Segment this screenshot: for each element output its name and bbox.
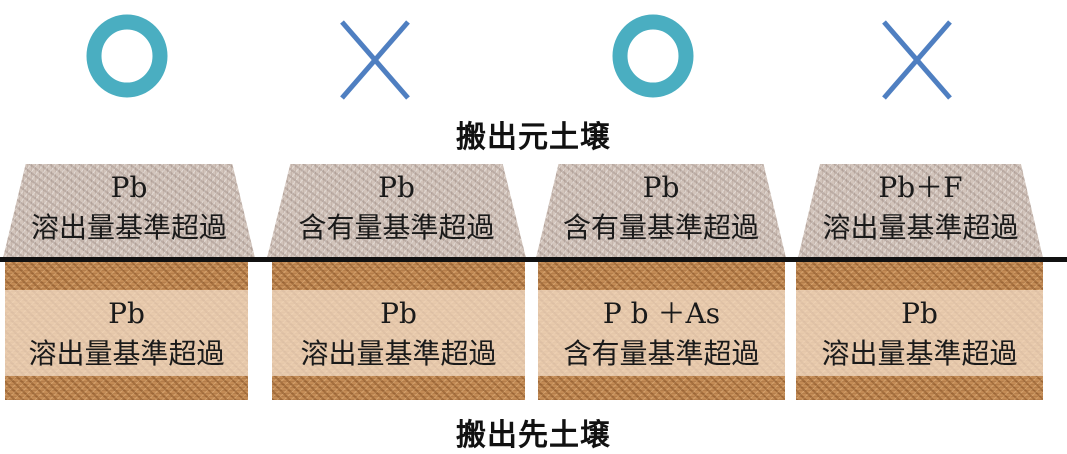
destination-soil-block: P b ＋As 含有量基準超過 xyxy=(538,262,785,400)
source-soil-heading: 搬出元土壌 xyxy=(456,120,611,155)
source-soil-block: Pb 含有量基準超過 xyxy=(267,164,526,258)
source-soil-block: Pb＋F 溶出量基準超過 xyxy=(798,164,1043,258)
column-1: Pb 溶出量基準超過 Pb 溶出量基準超過 xyxy=(0,0,255,454)
source-soil-block: Pb 含有量基準超過 xyxy=(536,164,786,258)
destination-soil-element: Pb xyxy=(380,297,417,330)
cross-mark-icon xyxy=(872,10,962,102)
source-soil-condition: 溶出量基準超過 xyxy=(30,211,227,244)
circle-mark-icon xyxy=(608,10,698,102)
source-soil-block: Pb 溶出量基準超過 xyxy=(3,164,255,258)
text-band xyxy=(5,290,248,376)
source-soil-element: Pb＋F xyxy=(878,171,963,204)
source-soil-element: Pb xyxy=(642,171,680,204)
text-band xyxy=(272,290,525,376)
destination-soil-condition: 溶出量基準超過 xyxy=(300,337,497,370)
cross-mark-icon xyxy=(330,10,420,102)
destination-soil-condition: 含有量基準超過 xyxy=(563,337,760,370)
circle-mark-icon xyxy=(82,10,172,102)
destination-soil-element: Pb xyxy=(108,297,145,330)
destination-soil-element: P b ＋As xyxy=(602,297,721,330)
source-soil-condition: 含有量基準超過 xyxy=(562,211,759,244)
text-band xyxy=(538,290,785,376)
destination-soil-block: Pb 溶出量基準超過 xyxy=(272,262,525,400)
destination-soil-condition: 溶出量基準超過 xyxy=(28,337,225,370)
source-soil-condition: 溶出量基準超過 xyxy=(822,211,1019,244)
source-soil-condition: 含有量基準超過 xyxy=(298,211,495,244)
destination-soil-heading: 搬出先土壌 xyxy=(456,418,611,453)
destination-soil-element: Pb xyxy=(901,297,938,330)
source-soil-element: Pb xyxy=(378,171,415,204)
destination-soil-condition: 溶出量基準超過 xyxy=(821,337,1018,370)
destination-soil-block: Pb 溶出量基準超過 xyxy=(5,262,248,400)
ground-line xyxy=(0,257,1067,262)
text-band xyxy=(796,290,1043,376)
source-soil-element: Pb xyxy=(110,171,148,204)
destination-soil-block: Pb 溶出量基準超過 xyxy=(796,262,1043,400)
